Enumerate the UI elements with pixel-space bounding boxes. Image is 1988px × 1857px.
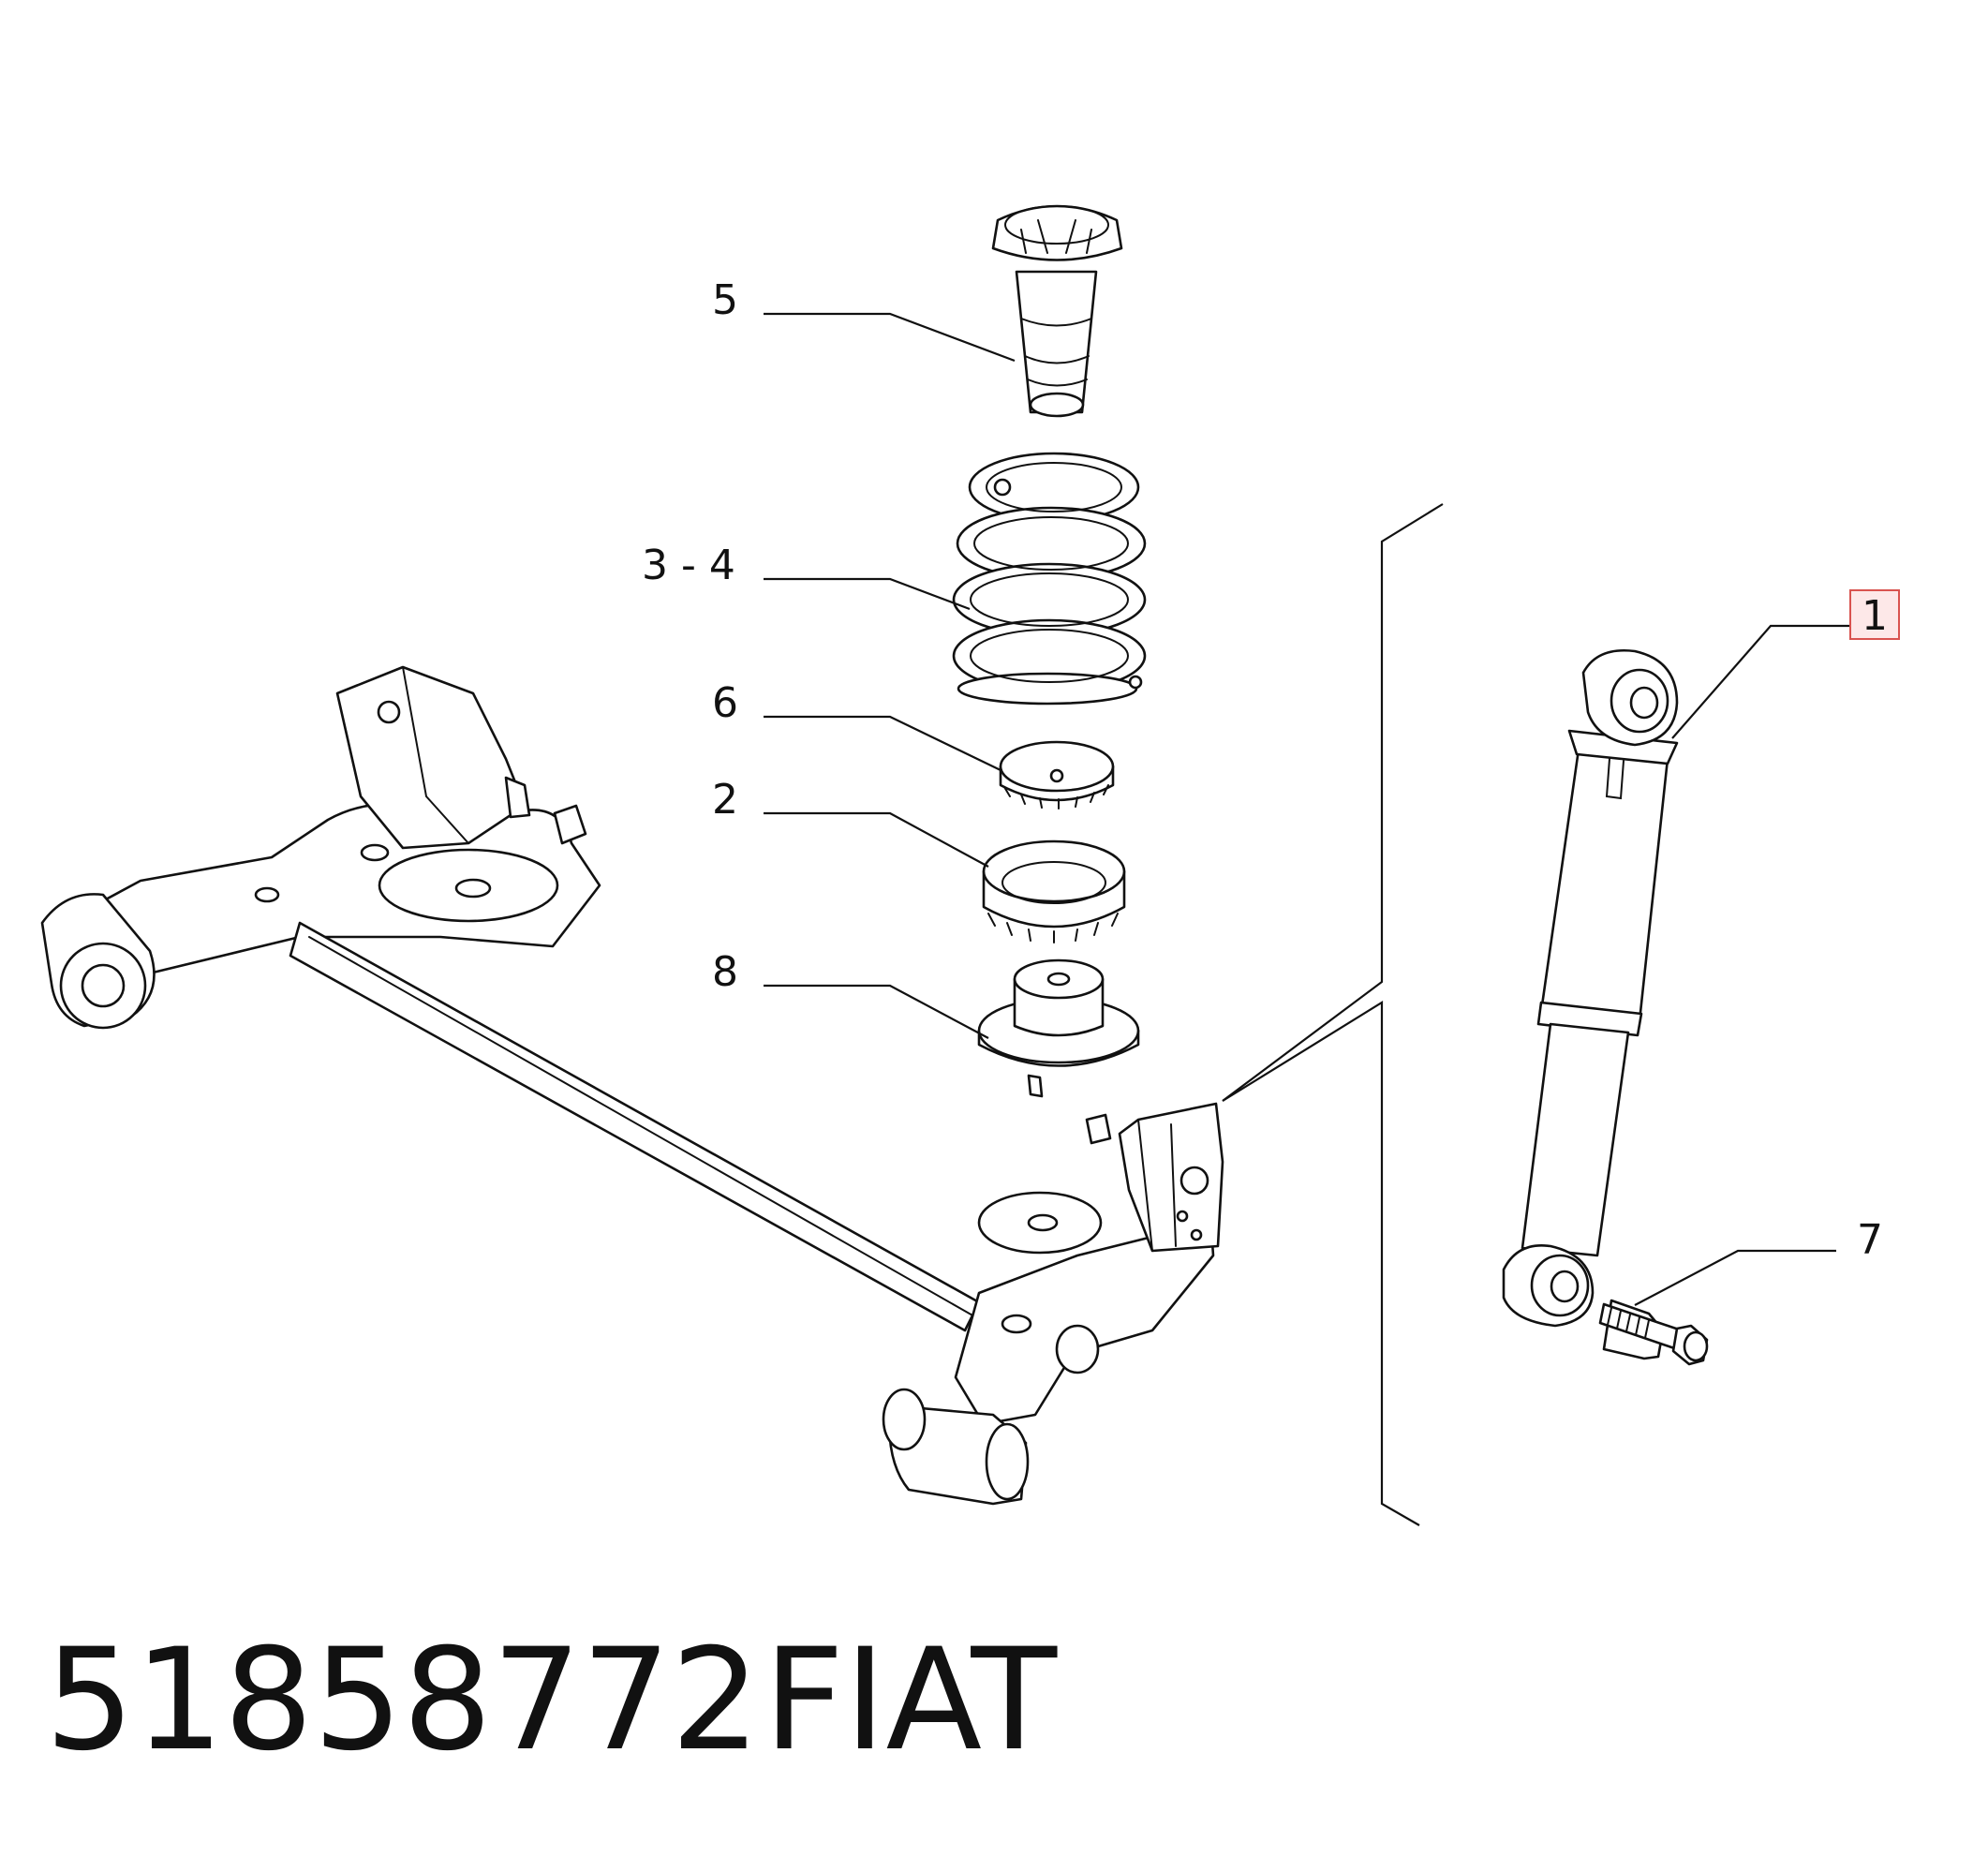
- callout-highlight-box-1: [1849, 589, 1900, 640]
- callout-label-3-4[interactable]: 3 - 4: [642, 542, 735, 589]
- callout-label-6[interactable]: 6: [712, 679, 738, 727]
- rear-torsion-beam-axle: [40, 665, 1224, 1506]
- leader-line-1: [1671, 624, 1850, 739]
- assembly-bracket-lines: [1222, 503, 1444, 1526]
- bump-stop-part-5: [991, 204, 1123, 418]
- footer-brand: FIAT: [764, 1619, 1058, 1782]
- leader-line-5: [764, 312, 1016, 363]
- spring-insulator-part-2: [982, 839, 1126, 943]
- mounting-bolt-part-7: [1598, 1299, 1709, 1366]
- coil-spring-part-3-4: [952, 452, 1147, 706]
- callout-label-8[interactable]: 8: [712, 948, 738, 996]
- leader-line-7: [1634, 1249, 1836, 1306]
- leader-line-6: [764, 715, 1001, 771]
- spring-seat-part-6: [999, 740, 1115, 810]
- leader-line-2: [764, 811, 989, 868]
- leader-line-3-4: [764, 577, 971, 611]
- lower-mount-part-8: [977, 958, 1140, 1098]
- callout-label-2[interactable]: 2: [712, 776, 738, 824]
- callout-label-5[interactable]: 5: [712, 276, 738, 324]
- leader-line-8: [764, 984, 989, 1039]
- callout-label-1[interactable]: 1: [1862, 592, 1888, 640]
- shock-absorber-part-1: [1502, 648, 1679, 1328]
- footer-part-number: 51858772: [45, 1619, 761, 1782]
- callout-label-7[interactable]: 7: [1857, 1216, 1883, 1264]
